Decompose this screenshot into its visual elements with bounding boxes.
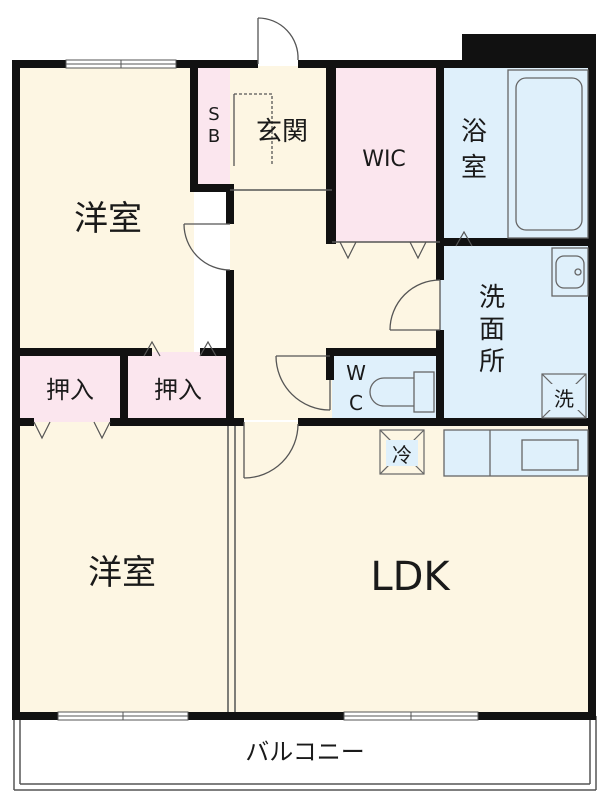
western-room-top-floor <box>18 66 194 352</box>
balcony-floor <box>14 718 596 790</box>
closet-left-floor <box>18 352 124 422</box>
fridge-label: 冷 <box>392 443 412 467</box>
closet-left-label: 押入 <box>46 376 94 404</box>
western-room-top-label: 洋室 <box>74 199 142 239</box>
walk-in-closet-floor <box>332 66 440 242</box>
shoe-box-floor <box>194 66 230 186</box>
wic-label: WIC <box>362 147 406 172</box>
sliding-door-marks <box>33 230 473 440</box>
washer-label: 洗 <box>554 387 574 411</box>
entrance-label: 玄関 <box>256 117 308 147</box>
windows <box>57 59 479 721</box>
entrance-floor <box>230 66 332 190</box>
western-room-bottom-floor <box>18 422 228 714</box>
balcony-outline <box>13 716 597 791</box>
kitchen-counter <box>443 429 589 477</box>
washer-label-bg <box>548 384 580 410</box>
washbasin <box>551 247 589 297</box>
western-room-bottom-label: 洋室 <box>88 553 156 593</box>
interior-walls <box>12 64 596 426</box>
pipe-shaft <box>462 34 596 64</box>
fridge-label-bg <box>386 440 418 466</box>
washroom-label: 洗面所 <box>479 283 505 377</box>
wc-floor <box>332 352 440 422</box>
bathtub <box>507 69 589 239</box>
toilet <box>369 371 435 413</box>
closet-right-label: 押入 <box>154 376 202 404</box>
balcony-label: バルコニー <box>245 738 365 766</box>
closet-right-floor <box>124 352 230 422</box>
doors <box>183 17 441 479</box>
ldk-label: LDK <box>370 554 451 600</box>
bath-label: 浴室 <box>461 117 487 183</box>
partitions <box>227 189 440 712</box>
